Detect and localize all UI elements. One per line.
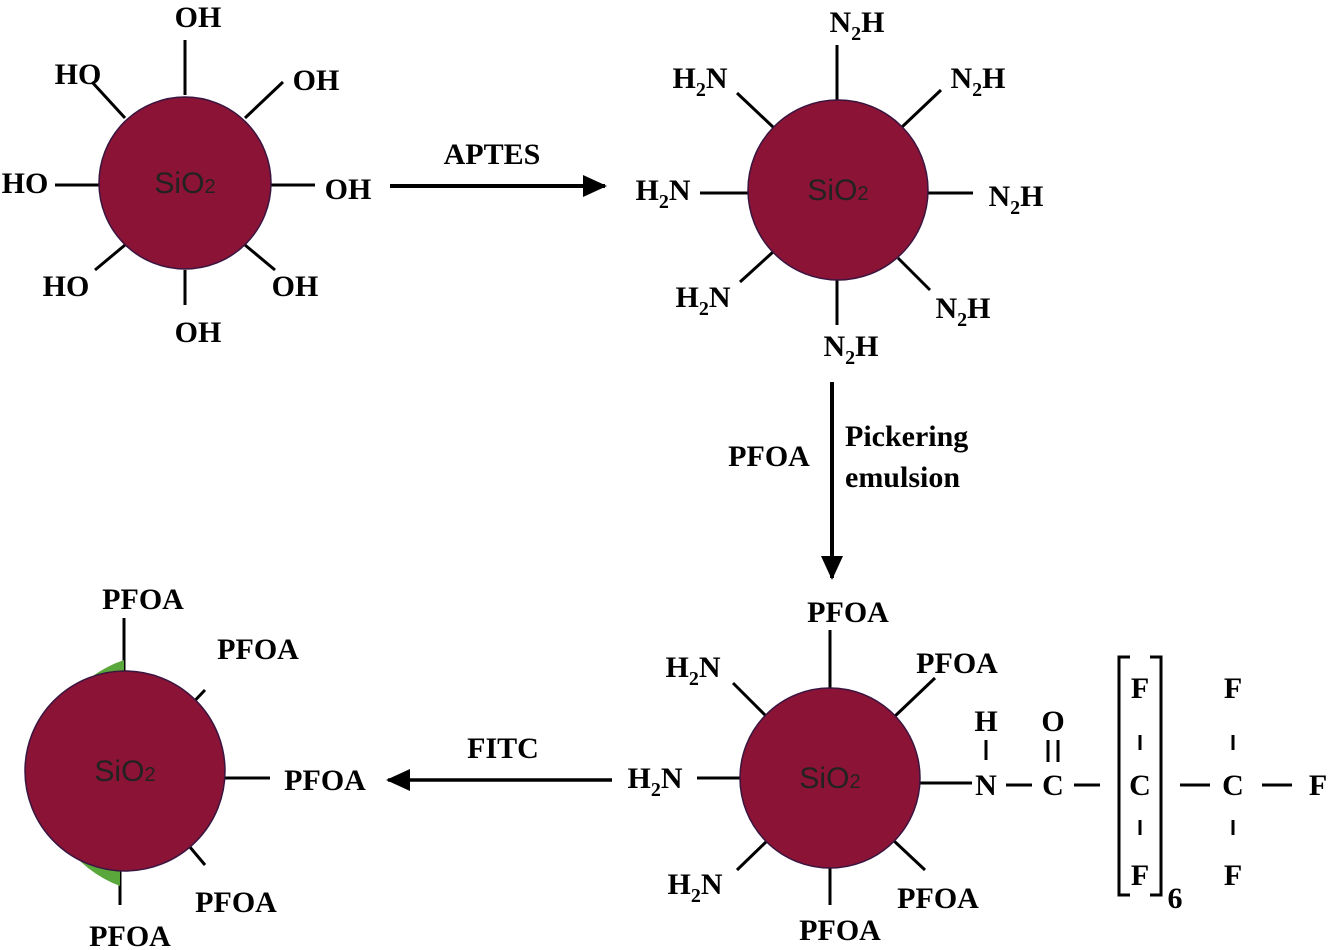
hydroxyl-label: HO — [2, 167, 49, 200]
hydroxyl-label: OH — [272, 270, 319, 303]
sio2-core-label: SiO2 — [94, 755, 155, 788]
silica-particle-hydroxyl: SiO2 OH HO OH HO OH HO OH OH — [2, 1, 372, 349]
chain-carbon: C — [1129, 769, 1151, 802]
pickering-label: Pickering — [845, 420, 968, 453]
amine-label: H2N — [672, 62, 727, 101]
amine-label: N2H — [829, 6, 884, 45]
repeat-count: 6 — [1168, 882, 1183, 915]
amine-label: H2N — [627, 762, 682, 801]
pfoa-group-label: PFOA — [195, 886, 277, 919]
chain-nitrogen: N — [975, 769, 997, 802]
pfoa-arrow: PFOA Pickering emulsion — [728, 382, 968, 580]
pfoa-chain-structure: N H C O F C F 6 F C F F — [974, 655, 1327, 915]
silica-particle-amine: SiO2 N2H H2N N2H H2N N2H H2N N2H N2H — [635, 6, 1043, 369]
amine-label: N2H — [823, 330, 878, 369]
pfoa-group-label: PFOA — [807, 596, 889, 629]
pfoa-group-label: PFOA — [284, 764, 366, 797]
hydroxyl-label: OH — [175, 1, 222, 34]
sio2-core-label: SiO2 — [154, 167, 215, 200]
chain-hydrogen: H — [974, 705, 997, 738]
chain-fluorine: F — [1131, 672, 1149, 705]
pfoa-reagent-label: PFOA — [728, 440, 810, 473]
chain-fluorine: F — [1309, 769, 1327, 802]
sio2-core-label: SiO2 — [807, 174, 868, 207]
aptes-label: APTES — [444, 138, 541, 171]
emulsion-label: emulsion — [845, 461, 960, 494]
chain-carbon: C — [1222, 769, 1244, 802]
amine-label: H2N — [675, 281, 730, 320]
pfoa-group-label: PFOA — [217, 633, 299, 666]
hydroxyl-label: OH — [293, 64, 340, 97]
amine-label: H2N — [635, 174, 690, 213]
amine-label: N2H — [950, 62, 1005, 101]
chain-fluorine: F — [1224, 859, 1242, 892]
pfoa-group-label: PFOA — [916, 647, 998, 680]
silica-particle-fitc: SiO2 PFOA PFOA PFOA PFOA PFOA — [24, 583, 366, 950]
chain-carbonyl-carbon: C — [1042, 769, 1064, 802]
chain-oxygen: O — [1041, 705, 1064, 738]
hydroxyl-label: HO — [43, 270, 90, 303]
fitc-arrow: FITC — [386, 732, 612, 791]
pfoa-group-label: PFOA — [102, 583, 184, 616]
chain-fluorine: F — [1131, 859, 1149, 892]
pfoa-group-label: PFOA — [799, 914, 881, 947]
amine-label: N2H — [988, 180, 1043, 219]
hydroxyl-label: HO — [55, 58, 102, 91]
pfoa-group-label: PFOA — [89, 920, 171, 950]
amine-label: N2H — [935, 292, 990, 331]
pfoa-group-label: PFOA — [897, 882, 979, 915]
hydroxyl-label: OH — [325, 173, 372, 206]
fitc-label: FITC — [467, 732, 539, 765]
amine-label: H2N — [667, 868, 722, 907]
amine-label: H2N — [665, 651, 720, 690]
chain-fluorine: F — [1224, 672, 1242, 705]
sio2-core-label: SiO2 — [799, 762, 860, 795]
aptes-arrow: APTES — [390, 138, 607, 197]
silica-particle-pfoa: SiO2 PFOA H2N PFOA H2N H2N PFOA PFOA — [627, 596, 998, 947]
hydroxyl-label: OH — [175, 316, 222, 349]
